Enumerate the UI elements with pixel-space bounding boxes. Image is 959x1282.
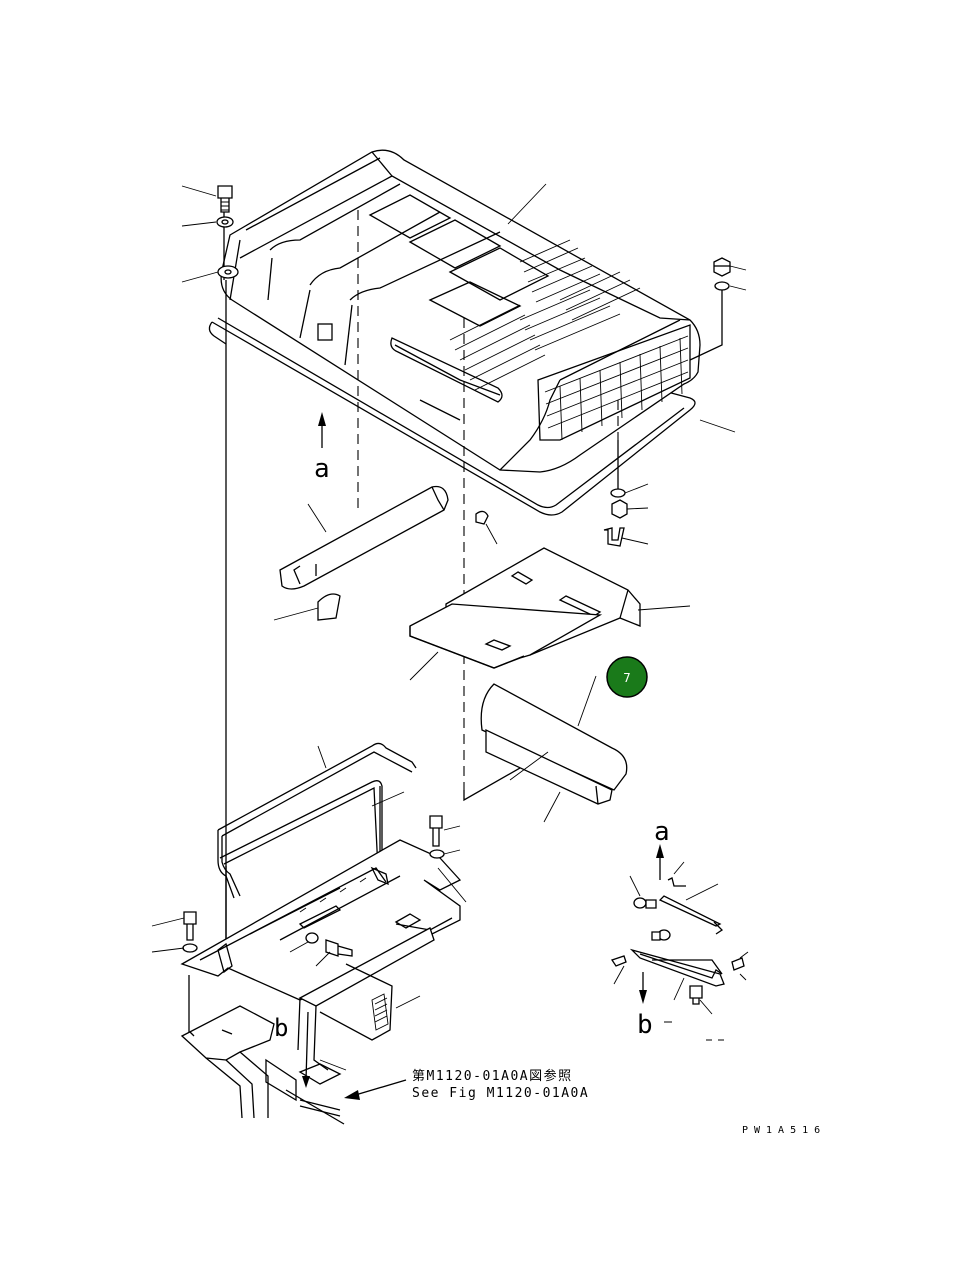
rubber-cap — [317, 593, 341, 621]
leader-lines-bracket — [151, 825, 467, 967]
drawing-code: PW1A516 — [742, 1125, 826, 1136]
detail-bolt-middle — [651, 929, 671, 941]
washer-right-top — [714, 281, 730, 291]
leader-lines-right-fasteners — [699, 265, 747, 433]
hood-support-rod — [217, 742, 417, 899]
leader-lines-left-fasteners — [181, 185, 219, 283]
view-label-a-detail: a — [654, 817, 670, 847]
reference-note-english: See Fig M1120-01A0A — [412, 1086, 589, 1101]
reference-note-japanese: 第M1120-01A0A図参照 — [412, 1068, 573, 1084]
lower-frame-mount — [180, 1005, 345, 1125]
bracket-bolt-upper — [429, 815, 443, 847]
detail-clip-left — [610, 955, 627, 985]
svg-text:a: a — [314, 454, 330, 484]
hood-vent-grille — [449, 239, 641, 391]
callout-marker[interactable]: 7 — [606, 656, 648, 698]
leader-lines-under-hood — [621, 483, 649, 545]
leader-line-hood — [507, 183, 547, 225]
side-duct-cover — [279, 485, 449, 590]
hex-nut-right-top — [713, 257, 731, 277]
detail-bolt-lower — [673, 977, 713, 1015]
hood-latch-bracket — [317, 323, 333, 341]
insulation-curved-panel — [480, 683, 628, 805]
bracket-washer-left — [182, 943, 198, 953]
engine-hood — [208, 149, 701, 516]
view-arrow-a-top: a — [314, 412, 330, 484]
detail-clip-right — [731, 951, 749, 981]
washer-left-bottom — [217, 265, 239, 279]
detail-hinge-link-upper — [658, 883, 724, 935]
hex-nut-under-hood — [611, 499, 628, 519]
leader-lines-lower-frame — [319, 995, 421, 1071]
assembly-centerlines — [188, 210, 619, 1035]
detail-bolt-upper — [629, 875, 657, 909]
view-label-b-left: b — [274, 1014, 288, 1042]
bracket-bolt-left — [183, 911, 197, 941]
small-clip — [475, 510, 489, 525]
leader-lines-rod — [317, 745, 405, 807]
callout-number: 7 — [623, 671, 631, 685]
leader-lines-curved-panel — [509, 675, 597, 823]
leader-lines-duct — [273, 503, 498, 621]
view-arrow-b-detail: b — [637, 972, 724, 1041]
bracket-washer-upper — [429, 849, 445, 859]
leader-lines-pads — [409, 605, 691, 681]
bracket-bolt-horizontal — [305, 932, 353, 957]
lower-bracket-guard — [297, 927, 435, 1117]
detail-view-a: a — [654, 817, 686, 887]
washer-under-hood — [610, 488, 626, 498]
stud-line-right — [689, 290, 723, 361]
hood-front-grille — [537, 324, 691, 441]
clip-under-hood — [603, 527, 625, 547]
detail-hinge-link-lower — [629, 948, 725, 987]
insulation-pad-lower — [409, 603, 603, 669]
view-label-b-right: b — [637, 1010, 653, 1040]
washer-left-top — [216, 216, 234, 228]
reference-arrow — [344, 1079, 407, 1100]
mounting-bracket-plate — [180, 839, 462, 1001]
